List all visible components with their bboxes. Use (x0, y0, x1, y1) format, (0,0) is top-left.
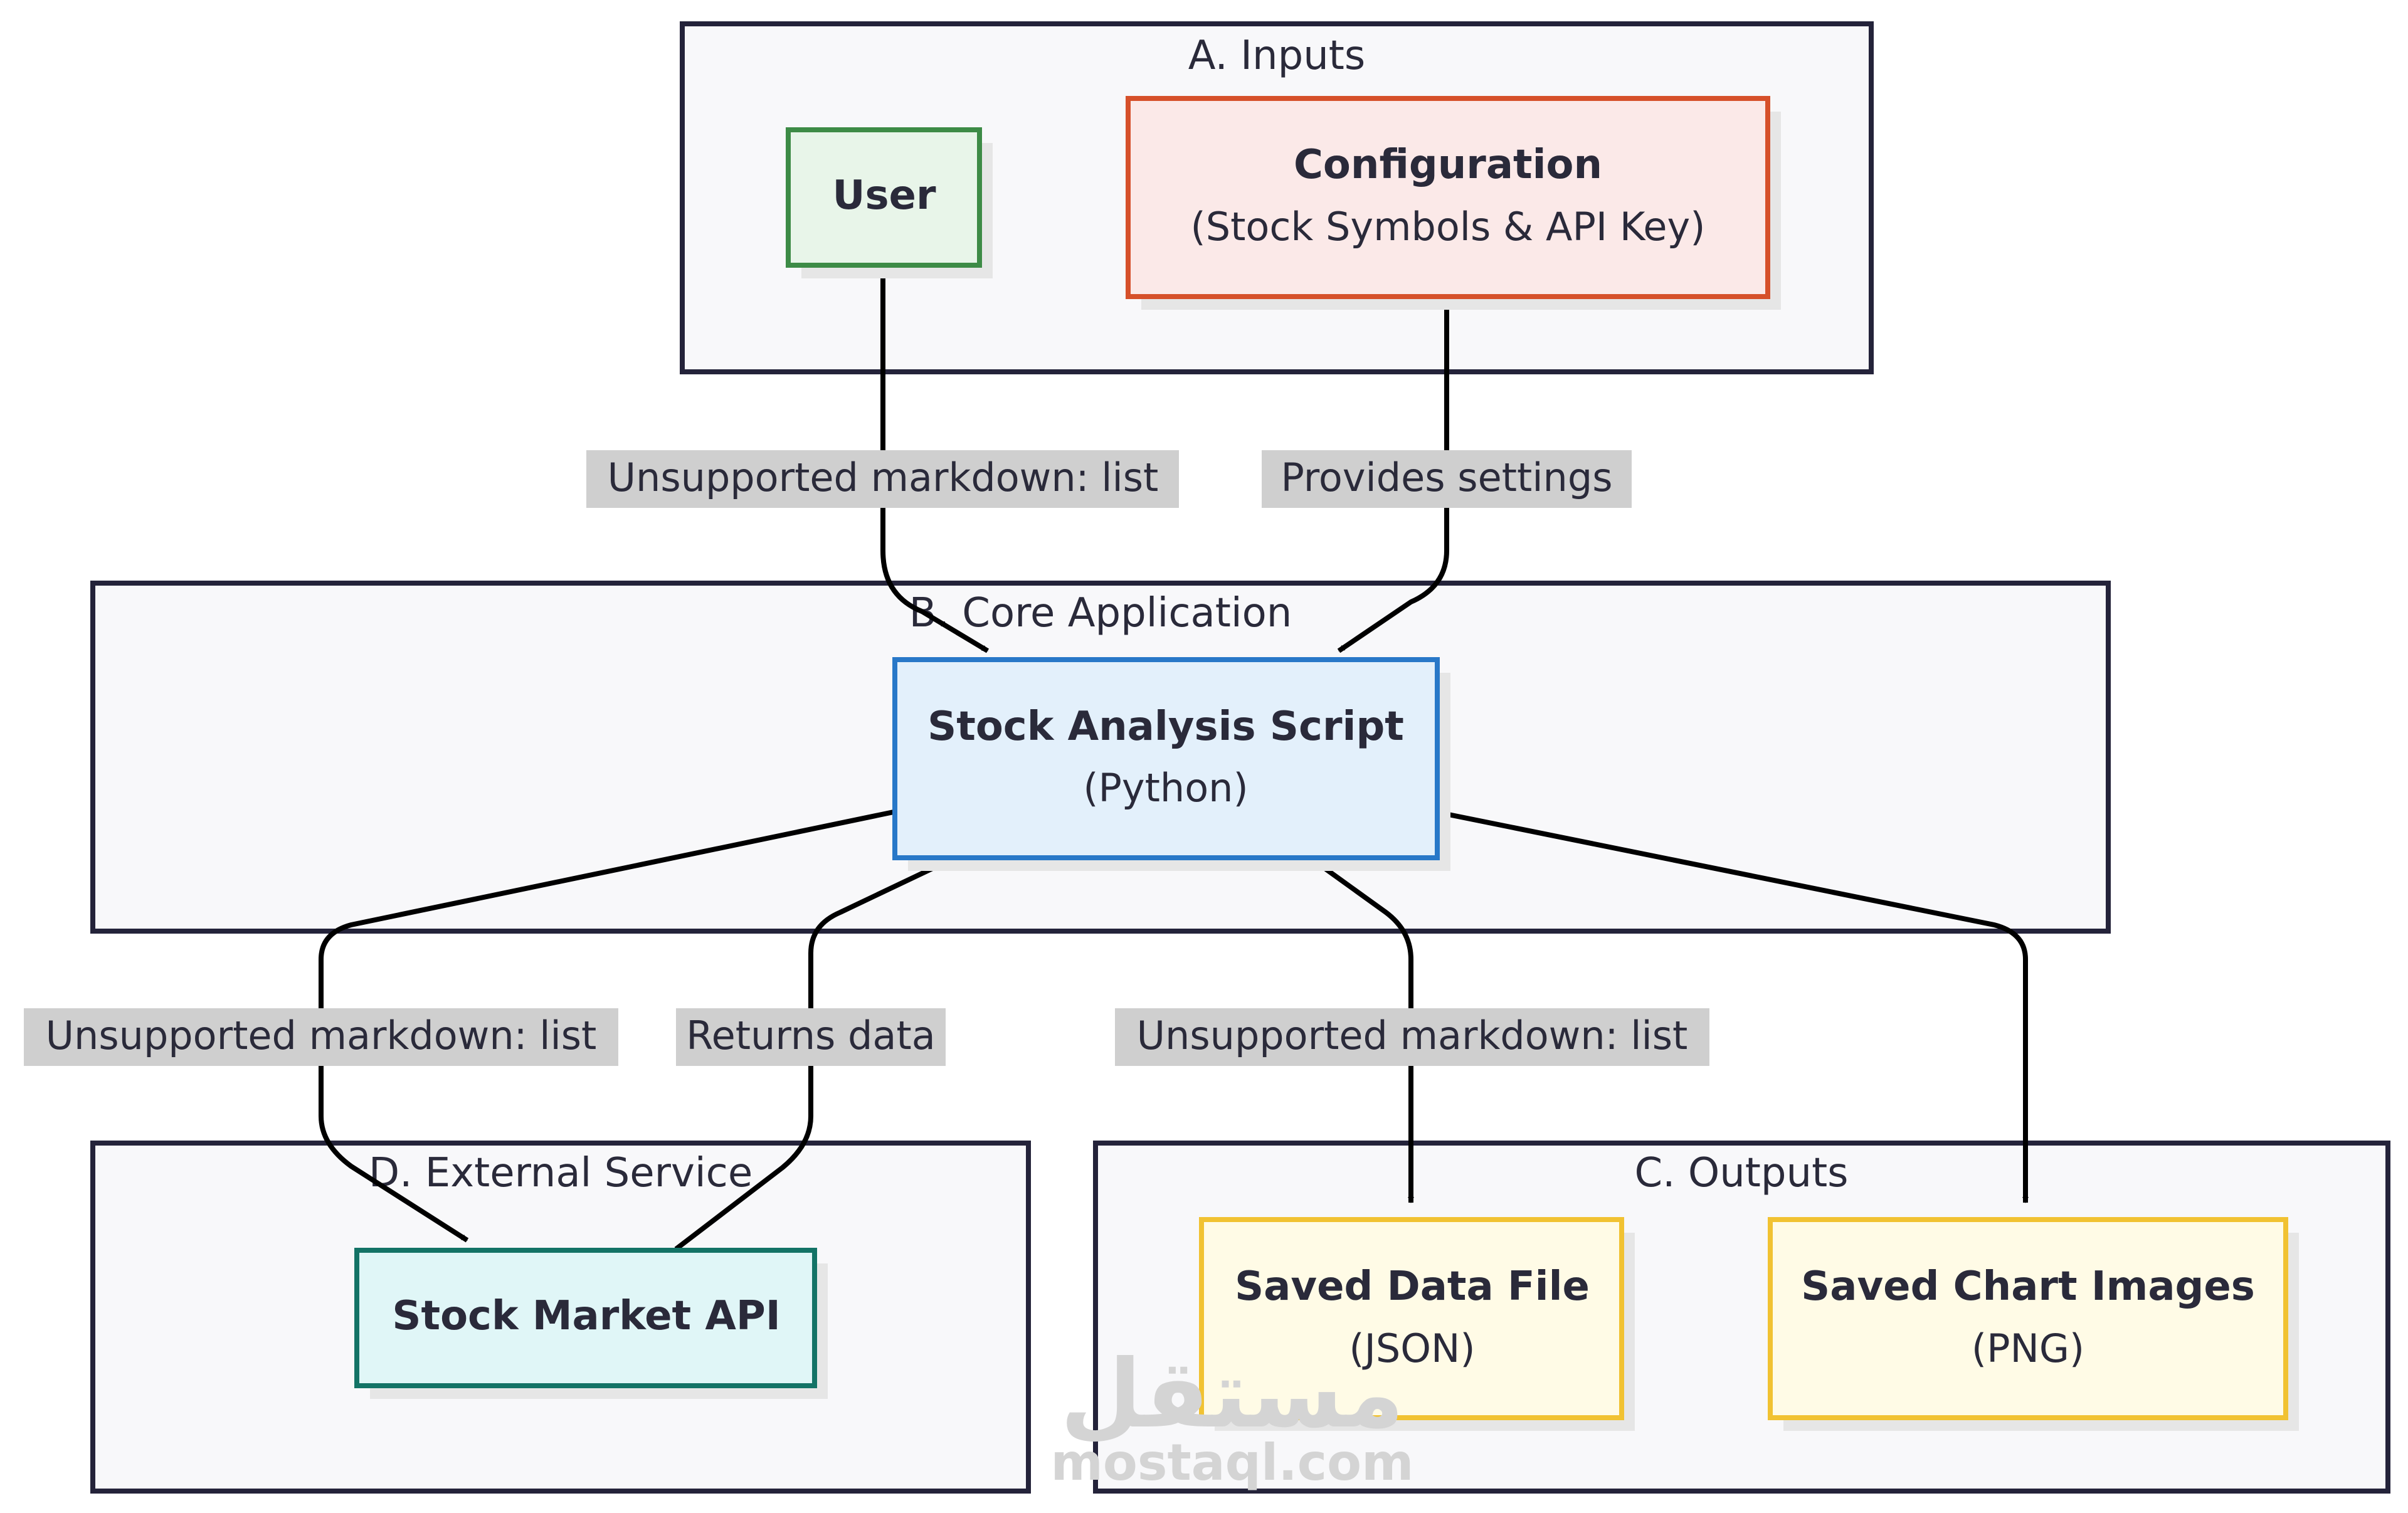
edge-user-to-script (880, 268, 990, 653)
node-stock-analysis-script: Stock Analysis Script (Python) (892, 657, 1450, 871)
group-outputs-title: C. Outputs (1634, 1150, 1848, 1196)
node-user-title: User (832, 172, 936, 219)
edge-label-user-text: Unsupported markdown: list (608, 455, 1159, 500)
edge-script-to-data-file (1306, 853, 1414, 1203)
edge-label-outputs-text: Unsupported markdown: list (1137, 1013, 1688, 1058)
edge-label-config-to-script: Provides settings (1262, 450, 1632, 508)
node-stock-market-api: Stock Market API (354, 1248, 828, 1399)
group-inputs-title: A. Inputs (1188, 33, 1365, 79)
node-data-file-title: Saved Data File (1235, 1263, 1590, 1310)
edge-label-config-text: Provides settings (1281, 455, 1612, 500)
group-core-title: B. Core Application (909, 590, 1292, 636)
edge-api-to-script (674, 860, 947, 1252)
node-configuration-title: Configuration (1294, 142, 1602, 188)
edge-label-script-to-outputs: Unsupported markdown: list (1115, 1008, 1709, 1066)
watermark-logo: مستقل mostaql.com (1051, 1340, 1414, 1492)
node-script-subtitle: (Python) (1083, 765, 1248, 811)
edge-label-script-to-api: Unsupported markdown: list (24, 1008, 618, 1066)
edge-label-api-script-text: Returns data (686, 1013, 935, 1058)
node-charts-title: Saved Chart Images (1801, 1263, 2255, 1310)
edge-script-to-api (319, 809, 894, 1243)
node-script-title: Stock Analysis Script (927, 704, 1404, 750)
node-api-title: Stock Market API (392, 1293, 780, 1339)
edge-label-api-to-script: Returns data (676, 1008, 946, 1066)
group-external-title: D. External Service (369, 1150, 752, 1196)
edge-script-to-charts (1435, 809, 2029, 1203)
edge-label-user-to-script: Unsupported markdown: list (586, 450, 1179, 508)
node-saved-data-file: Saved Data File (JSON) (1199, 1217, 1635, 1431)
edge-label-script-api-text: Unsupported markdown: list (46, 1013, 597, 1058)
node-configuration: Configuration (Stock Symbols & API Key) (1126, 96, 1781, 310)
edge-config-to-script (1337, 300, 1449, 653)
watermark-arabic: مستقل (1060, 1340, 1405, 1449)
node-configuration-subtitle: (Stock Symbols & API Key) (1191, 204, 1706, 250)
node-user: User (786, 127, 993, 278)
node-charts-subtitle: (PNG) (1972, 1326, 2084, 1371)
edges (319, 268, 2029, 1252)
node-data-file-subtitle: (JSON) (1349, 1326, 1475, 1371)
node-saved-chart-images: Saved Chart Images (PNG) (1768, 1217, 2299, 1431)
watermark-latin: mostaql.com (1051, 1433, 1414, 1492)
